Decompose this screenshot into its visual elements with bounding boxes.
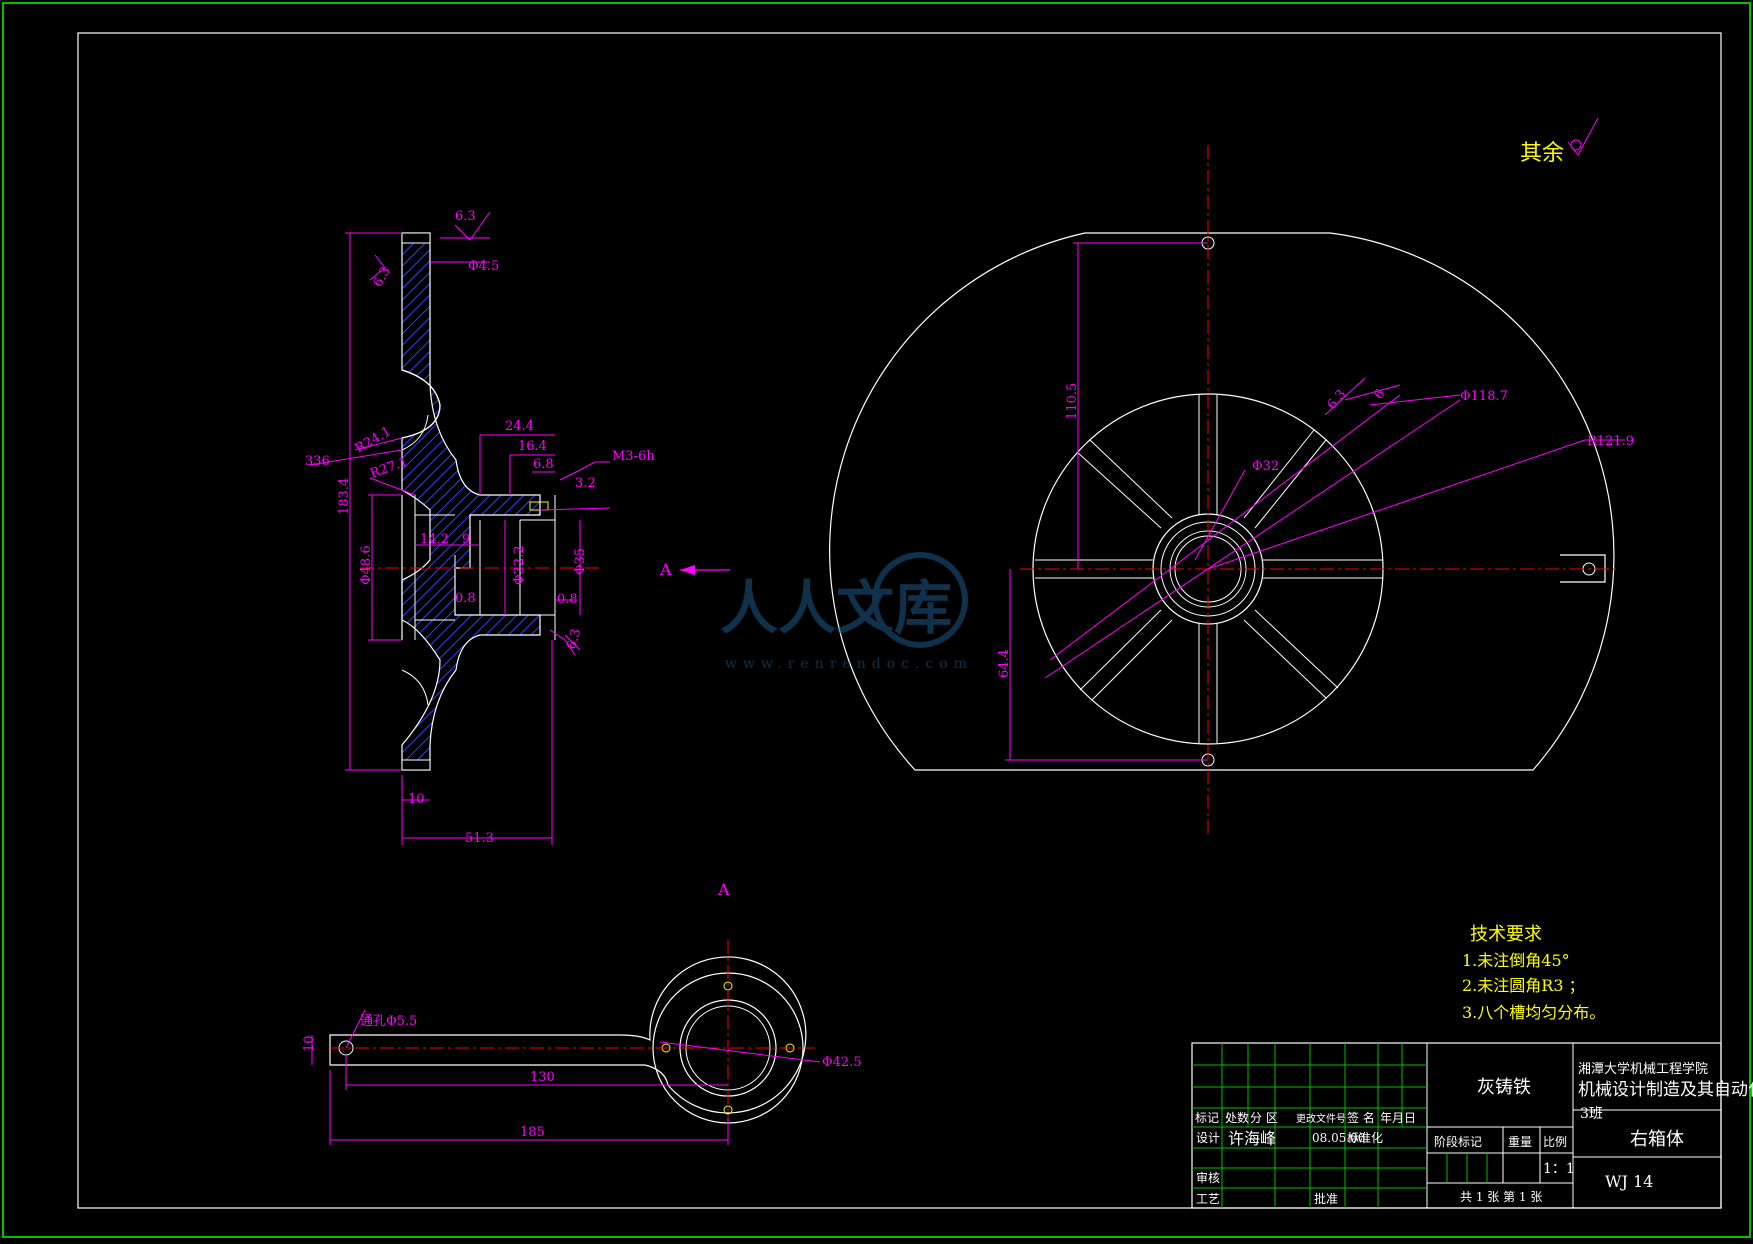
design-label: 设计 (1196, 1131, 1220, 1145)
dim-ra-bottom: 6.3 (564, 627, 584, 651)
dim-height: 183.4 (337, 478, 352, 515)
dim-d48: Φ48.6 (359, 545, 374, 585)
header-change-doc: 更改文件号 (1296, 1112, 1346, 1125)
sheet-count: 共 1 张 第 1 张 (1460, 1190, 1542, 1204)
tech-item-1: 1.未注倒角45° (1462, 951, 1570, 970)
scale: 1：1 (1543, 1161, 1575, 1177)
watermark: 人人文库 www.renrendoc.com (720, 552, 973, 672)
threaded-hole (529, 501, 549, 511)
title-block-text: 灰铸铁 湘潭大学机械工程学院 机械设计制造及其自动化 3班 右箱体 WJ 14 … (1195, 1061, 1753, 1206)
dim-0-8a: 0.8 (455, 591, 476, 606)
dim-6-8: 6.8 (533, 457, 554, 472)
dim-6-3: 6.3 (1325, 387, 1350, 412)
tech-title: 技术要求 (1470, 924, 1542, 945)
dim-r24: R24.1 (353, 424, 394, 456)
design-date: 08.05.06 (1312, 1131, 1365, 1145)
approve-label: 批准 (1314, 1191, 1338, 1206)
check-label: 审核 (1196, 1170, 1220, 1185)
inner-arc-top (401, 369, 441, 439)
dim-d32: Φ32 (1252, 459, 1279, 474)
dim-185: 185 (520, 1125, 545, 1140)
dim-top-ra: 6.3 (455, 209, 476, 224)
process-label: 工艺 (1196, 1192, 1220, 1206)
surface-finish-note: 其余 (1520, 117, 1599, 166)
dim-64-4: 64.4 (997, 649, 1012, 678)
bottom-view: A 通孔Φ5.5 10 130 185 Φ42.5 (302, 880, 862, 1145)
technical-requirements: 技术要求 1.未注倒角45° 2.未注圆角R3 ； 3.八个槽均匀分布。 (1462, 924, 1605, 1022)
designer-name: 许海峰 (1228, 1129, 1276, 1148)
inner-arc-bottom (401, 669, 429, 706)
dim-d118-7: Φ118.7 (1460, 389, 1508, 404)
svg-text:其余: 其余 (1520, 141, 1564, 166)
watermark-url: www.renrendoc.com (725, 656, 973, 672)
dim-24-4: 24.4 (505, 419, 534, 434)
class-name: 3班 (1580, 1106, 1603, 1122)
major-name: 机械设计制造及其自动化 (1578, 1080, 1753, 1100)
dim-10: 10 (408, 792, 425, 807)
section-view: 6.3 Φ4.5 6.3 336 R24.1 R27.1 183.4 Φ48.6… (305, 209, 655, 846)
dim-slope: 6.3 (371, 264, 394, 289)
housing-outline (829, 232, 1615, 771)
part-name: 右箱体 (1630, 1129, 1684, 1150)
dim-arm-10: 10 (302, 1035, 317, 1052)
inner-arc-top2 (401, 414, 429, 451)
header-count: 处数 (1225, 1110, 1249, 1125)
dim-d35: Φ35 (573, 548, 588, 575)
arm-outline (329, 956, 807, 1114)
dim-130: 130 (530, 1070, 555, 1085)
tech-item-2: 2.未注圆角R3 ； (1462, 976, 1585, 995)
dim-d42-5: Φ42.5 (822, 1055, 862, 1070)
front-view: 110.5 64.4 Φ32 Φ118.7 R121.9 6 6.3 (829, 145, 1634, 835)
stage-label: 阶段标记 (1434, 1134, 1482, 1149)
drawing-frame (77, 32, 1722, 1209)
dim-r121-9: R121.9 (1587, 434, 1634, 449)
svg-text:A: A (717, 880, 730, 899)
weight-label: 重量 (1508, 1135, 1532, 1149)
school-name: 湘潭大学机械工程学院 (1578, 1061, 1708, 1077)
watermark-brand: 人人文库 (720, 574, 952, 642)
dim-top-diameter: Φ4.5 (468, 259, 499, 274)
dim-14-2: 14.2 (420, 532, 449, 547)
dim-51-3: 51.3 (465, 831, 494, 846)
header-mark: 标记 (1195, 1111, 1219, 1125)
header-zone: 分 区 (1250, 1111, 1278, 1125)
dim-110-5: 110.5 (1065, 383, 1080, 420)
radial-slots (1035, 395, 1383, 743)
section-body-hatch (401, 232, 541, 771)
drawing-number: WJ 14 (1605, 1172, 1653, 1191)
svg-text:A: A (659, 560, 672, 579)
tech-item-3: 3.八个槽均匀分布。 (1462, 1003, 1605, 1022)
title-block (1191, 1042, 1722, 1209)
dim-thread: M3-6h (612, 449, 655, 464)
dim-16-4: 16.4 (518, 439, 547, 454)
material: 灰铸铁 (1477, 1077, 1531, 1098)
header-sign: 签 名 (1347, 1110, 1375, 1125)
standardization-label: 标准化 (1347, 1131, 1383, 1145)
dim-through-hole: 通孔Φ5.5 (360, 1014, 417, 1029)
view-arrow-a: A (659, 560, 730, 579)
dim-outer-dia: 336 (305, 454, 330, 469)
dim-d32-2: Φ32.2 (512, 545, 527, 585)
ratio-label: 比例 (1543, 1135, 1567, 1149)
dim-9: 9 (462, 532, 470, 547)
dim-0-8b: 0.8 (557, 592, 578, 607)
dim-3-2: 3.2 (575, 476, 596, 491)
header-date: 年月日 (1380, 1111, 1416, 1125)
